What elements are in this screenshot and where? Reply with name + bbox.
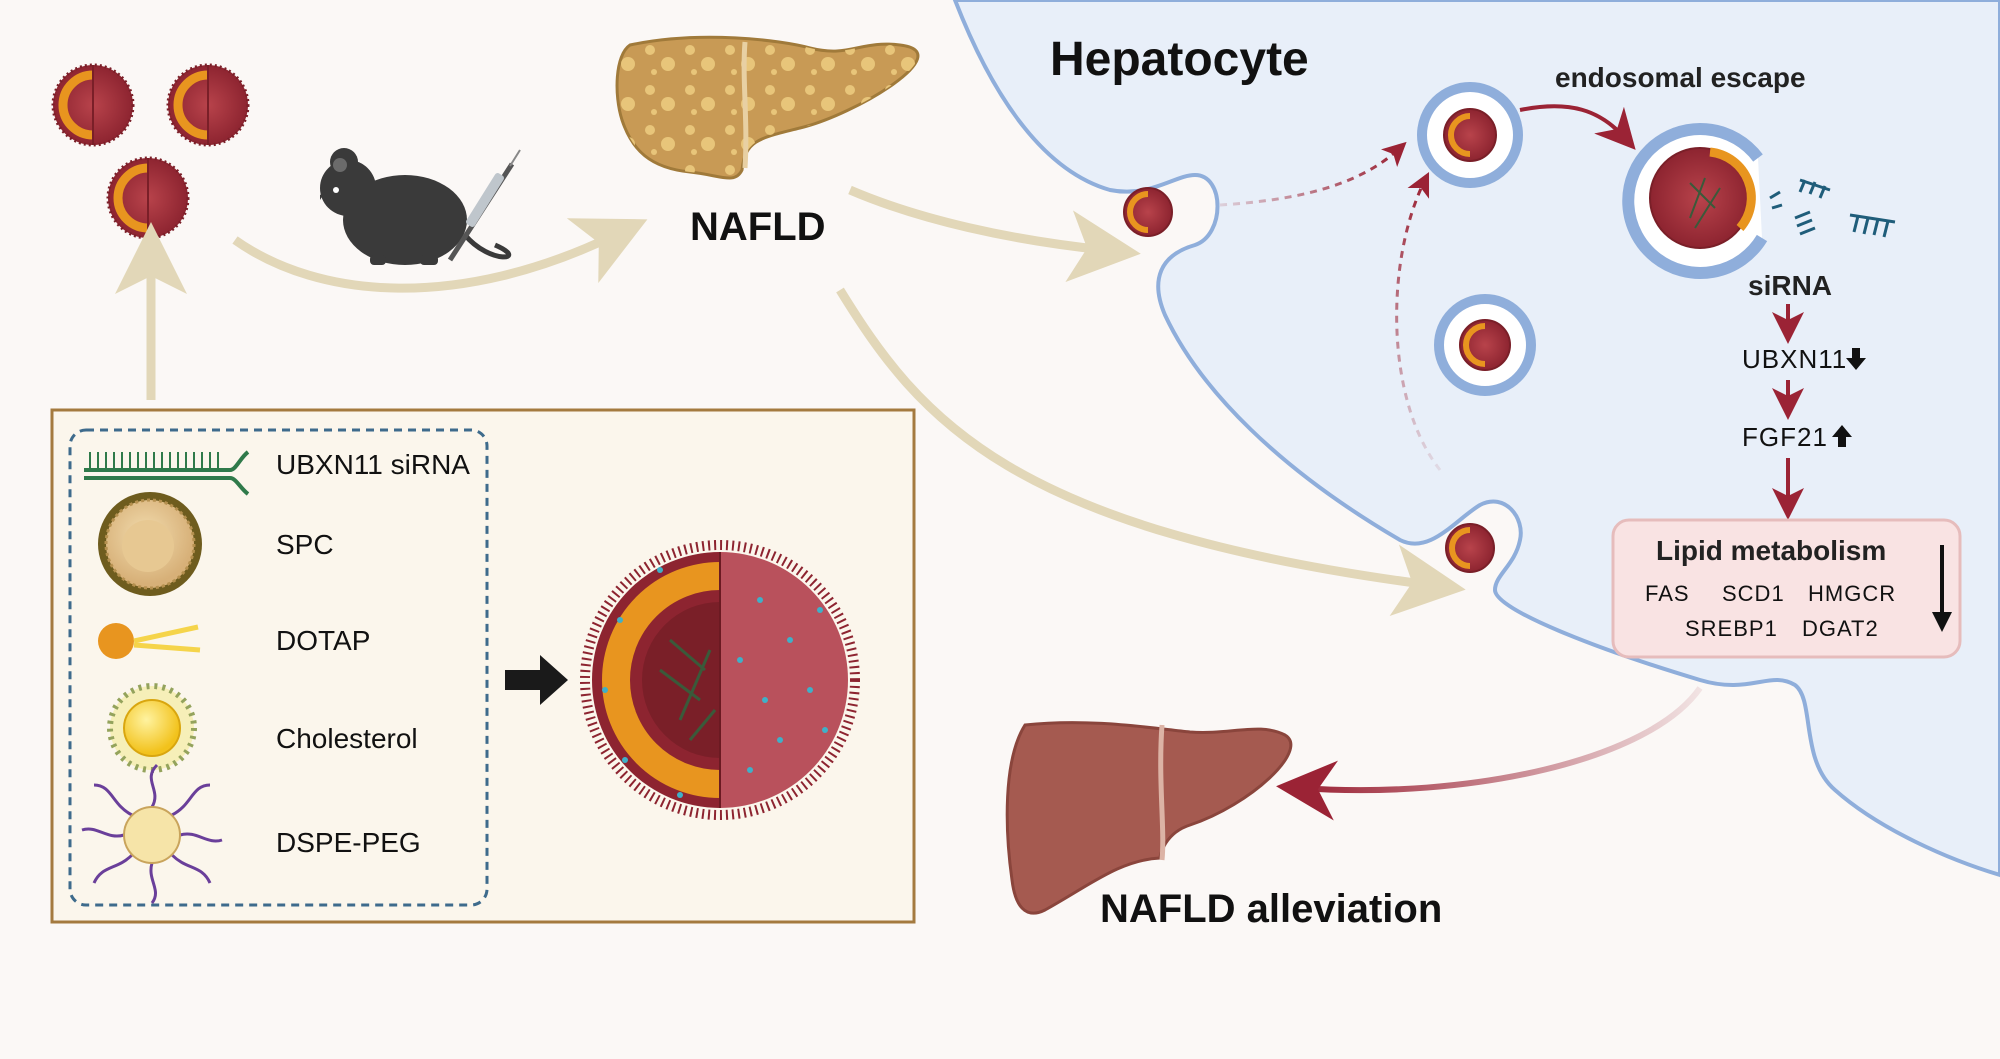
dspe-peg-icon [81, 763, 223, 904]
endosome [1417, 82, 1523, 188]
legend-box [68, 428, 489, 907]
legend-item-dspe-peg: DSPE-PEG [276, 827, 421, 858]
up-arrow-icon [1832, 425, 1852, 447]
gene-srebp1: SREBP1 [1685, 616, 1778, 641]
legend-item-spc: SPC [276, 529, 334, 560]
sirna-label: siRNA [1748, 270, 1832, 301]
nanoparticle-group-top [51, 63, 250, 240]
sirna-fragments [1769, 178, 1896, 238]
arrow-endosomal-escape [1519, 104, 1636, 150]
arrow-to-endosome-2 [1395, 171, 1442, 471]
down-arrow-icon [1846, 348, 1866, 370]
healthy-liver-icon [1005, 721, 1293, 915]
escaping-endosome [1622, 123, 1768, 279]
mouse-icon [320, 148, 521, 265]
cholesterol-icon [107, 683, 197, 773]
legend-item-sirna: UBXN11 siRNA [276, 449, 470, 480]
ubxn11-label: UBXN11 [1742, 344, 1847, 374]
arrow-to-alleviation [1276, 686, 1703, 821]
nafld-alleviation-label: NAFLD alleviation [1100, 887, 1442, 931]
hepatocyte-label: Hepatocyte [1050, 33, 1309, 86]
assembly-arrow-icon [505, 655, 568, 705]
nanoparticle [51, 63, 135, 147]
formulation-panel: UBXN11 siRNA SPC DOTAP Cholesterol [50, 408, 916, 924]
endosomal-escape-label: endosomal escape [1555, 62, 1806, 93]
gene-scd1: SCD1 [1722, 581, 1785, 606]
large-nanoparticle [580, 540, 860, 820]
arrow-liver-to-cell-top [848, 185, 1141, 283]
nanoparticle [166, 63, 250, 147]
lipid-metabolism-box: Lipid metabolism FAS SCD1 HMGCR SREBP1 D… [1611, 518, 1962, 659]
dotap-icon [98, 623, 201, 659]
gene-dgat2: DGAT2 [1802, 616, 1879, 641]
nanoparticle [106, 156, 190, 240]
nanoparticle-entering-top [1123, 187, 1173, 237]
ubxn11-node: UBXN11 [1742, 344, 1866, 374]
down-arrowhead-icon [1932, 612, 1952, 632]
fgf21-label: FGF21 [1742, 422, 1828, 452]
fatty-liver-icon [615, 35, 920, 180]
lipid-metabolism-title: Lipid metabolism [1656, 535, 1886, 566]
nafld-label: NAFLD [690, 205, 826, 249]
legend-item-cholesterol: Cholesterol [276, 723, 418, 754]
arrow-injection-to-liver [232, 218, 648, 293]
gene-hmgcr: HMGCR [1808, 581, 1896, 606]
arrow-liver-to-cell-bottom [836, 287, 1466, 617]
endosome [1434, 294, 1536, 396]
spc-icon [98, 492, 202, 596]
sirna-icon [84, 450, 250, 496]
gene-fas: FAS [1645, 581, 1690, 606]
nanoparticle-entering-bottom [1445, 523, 1495, 573]
arrow-to-endosome-1 [1219, 141, 1407, 207]
legend-item-dotap: DOTAP [276, 625, 370, 656]
fgf21-node: FGF21 [1742, 422, 1852, 452]
